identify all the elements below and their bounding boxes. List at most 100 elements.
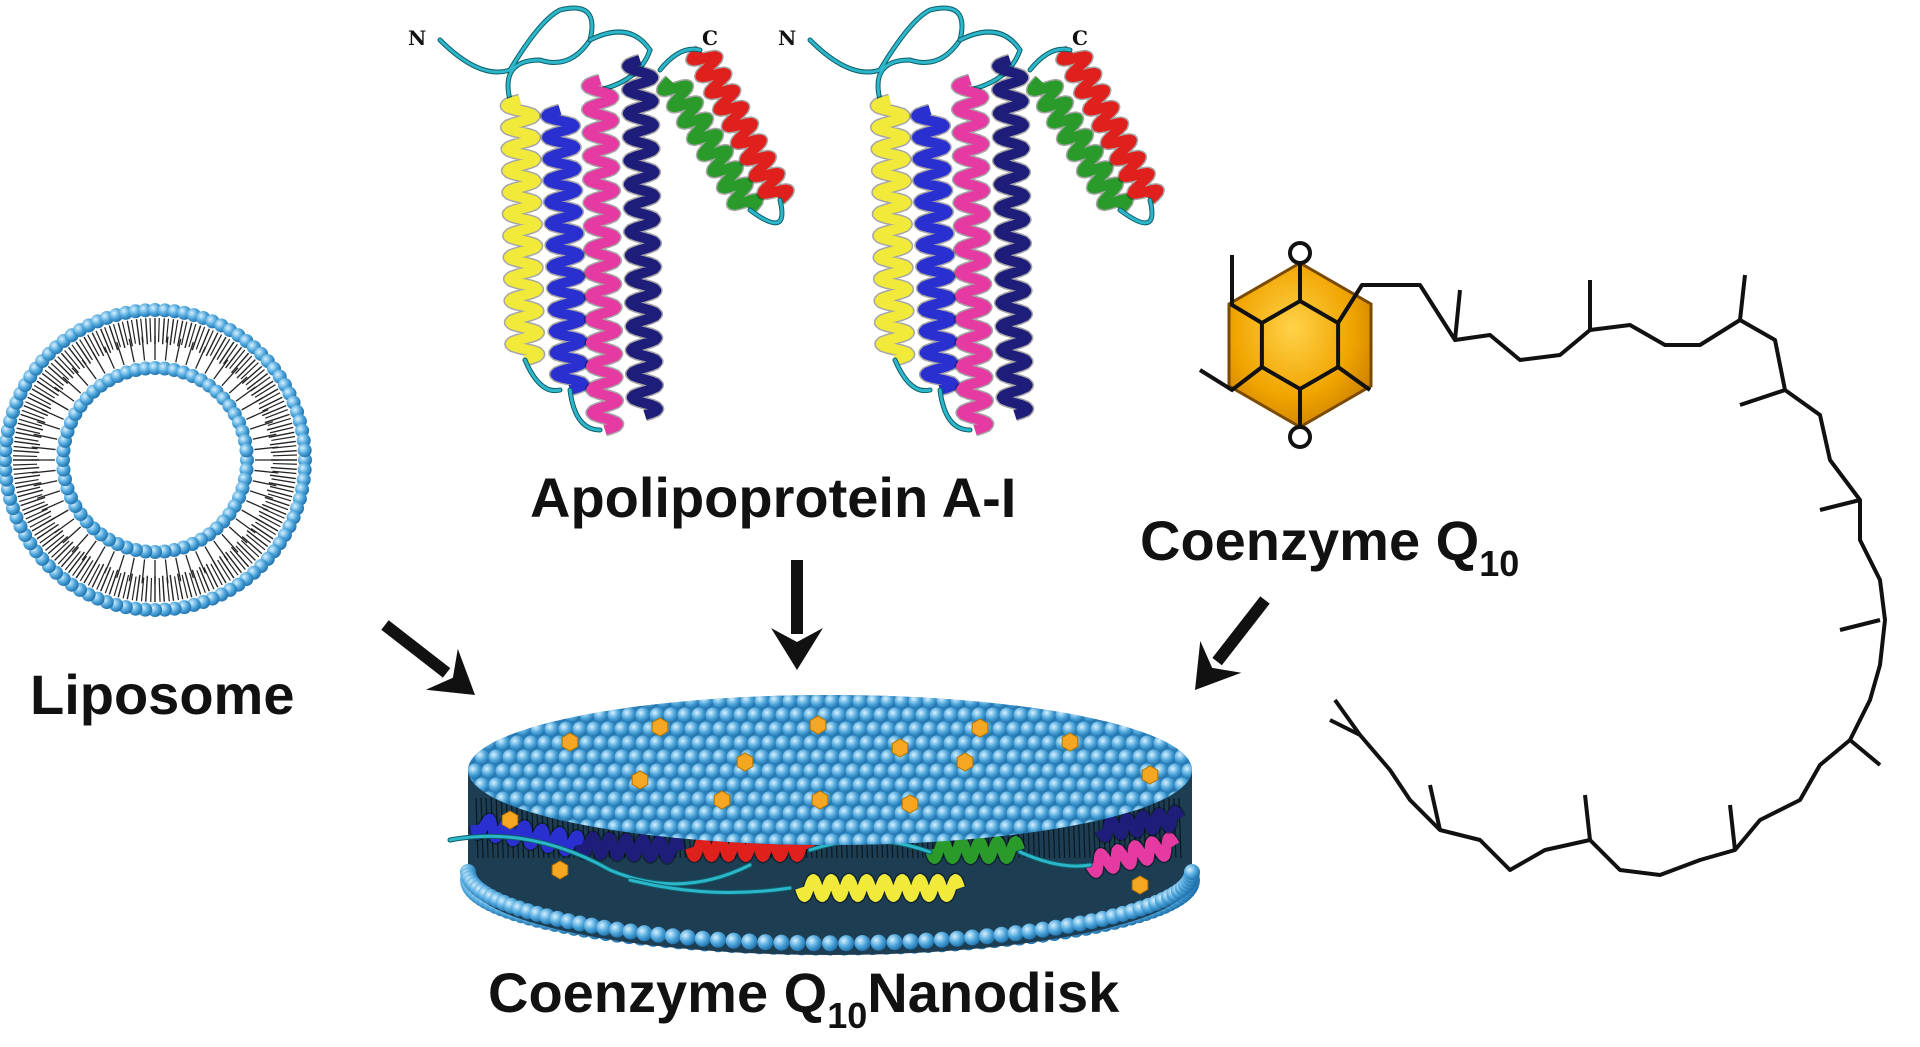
lipid-tail <box>192 570 200 595</box>
lipid-head <box>825 694 840 709</box>
lipid-head <box>1028 708 1043 723</box>
lipid-head <box>524 708 539 723</box>
lipid-head <box>916 764 931 779</box>
lipid-head <box>895 694 910 709</box>
lipid-head <box>695 931 711 947</box>
lipid-head <box>1184 864 1200 880</box>
lipid-head <box>1021 778 1036 793</box>
lipid-head <box>769 806 784 821</box>
lipid-head <box>1126 764 1141 779</box>
lipid-head <box>1014 708 1029 723</box>
lipid-head <box>608 708 623 723</box>
lipid-head <box>951 722 966 737</box>
lipid-head <box>636 925 652 941</box>
lipid-head <box>790 820 805 835</box>
methyl-branch <box>1840 620 1880 630</box>
lipid-head <box>881 778 896 793</box>
lipid-head <box>531 750 546 765</box>
lipid-head <box>671 722 686 737</box>
liposome-icon <box>0 303 312 617</box>
loop-outline <box>810 8 962 100</box>
lipid-head <box>951 806 966 821</box>
lipid-head <box>825 722 840 737</box>
lipid-head <box>594 708 609 723</box>
lipid-head <box>657 778 672 793</box>
lipid-head <box>692 736 707 751</box>
lipid-head <box>1147 750 1162 765</box>
helix <box>506 100 539 360</box>
lipid-head <box>755 750 770 765</box>
lipid-head <box>944 708 959 723</box>
lipid-head <box>1147 722 1162 737</box>
lipid-head <box>678 764 693 779</box>
nanodisk-label-main: Coenzyme Q <box>488 961 827 1024</box>
lipid-head <box>559 806 574 821</box>
lipid-head <box>867 778 882 793</box>
lipid-head <box>1056 792 1071 807</box>
lipid-head <box>1042 792 1057 807</box>
lipid-head <box>636 708 651 723</box>
lipid-head <box>804 736 819 751</box>
lipid-head <box>1126 792 1141 807</box>
lipid-head <box>762 764 777 779</box>
lipid-head <box>580 736 595 751</box>
lipid-tail <box>72 534 88 552</box>
lipid-head <box>888 792 903 807</box>
lipid-head <box>489 750 504 765</box>
lipid-head <box>867 694 882 709</box>
lipid-head <box>1021 806 1036 821</box>
lipid-head <box>622 792 637 807</box>
lipid-head <box>489 694 504 709</box>
lipid-head <box>1049 778 1064 793</box>
lipid-head <box>699 806 714 821</box>
lipid-tail <box>105 571 113 593</box>
lipid-head <box>986 708 1001 723</box>
lipid-head <box>678 736 693 751</box>
lipid-head <box>629 722 644 737</box>
lipid-head <box>503 694 518 709</box>
lipid-head <box>1077 722 1092 737</box>
lipid-head <box>545 722 560 737</box>
lipid-head <box>1035 806 1050 821</box>
lipid-head <box>545 750 560 765</box>
lipid-head <box>1014 820 1029 835</box>
lipid-head <box>1070 708 1085 723</box>
lipid-head <box>629 694 644 709</box>
lipid-head <box>797 778 812 793</box>
lipid-head <box>887 934 903 950</box>
lipid-head <box>685 694 700 709</box>
lipid-head <box>1098 764 1113 779</box>
lipid-head <box>1112 792 1127 807</box>
lipid-head <box>1084 736 1099 751</box>
lipid-head <box>986 792 1001 807</box>
lipid-head <box>937 694 952 709</box>
lipid-head <box>846 792 861 807</box>
lipid-head <box>524 792 539 807</box>
lipid-head <box>979 750 994 765</box>
lipid-head <box>1098 708 1113 723</box>
lipid-head <box>1161 722 1176 737</box>
lipid-head <box>1119 722 1134 737</box>
lipid-head <box>573 750 588 765</box>
lipid-head <box>964 930 980 946</box>
lipid-head <box>846 764 861 779</box>
lipid-head <box>531 694 546 709</box>
lipid-head <box>239 443 253 457</box>
lipid-tail <box>270 475 296 478</box>
lipid-head <box>1021 750 1036 765</box>
coq10-payload <box>714 791 730 809</box>
lipid-head <box>573 722 588 737</box>
coenzyme-q10-label-sub: 10 <box>1479 543 1519 584</box>
lipid-head <box>769 694 784 709</box>
lipid-head <box>461 694 476 709</box>
lipid-head <box>559 778 574 793</box>
lipid-head <box>1063 778 1078 793</box>
lipid-head <box>822 935 838 951</box>
lipid-head <box>1168 708 1183 723</box>
lipid-head <box>1035 750 1050 765</box>
lipid-head <box>608 764 623 779</box>
lipid-head <box>713 778 728 793</box>
lipid-head <box>559 694 574 709</box>
lipid-head <box>713 694 728 709</box>
lipid-head <box>580 708 595 723</box>
